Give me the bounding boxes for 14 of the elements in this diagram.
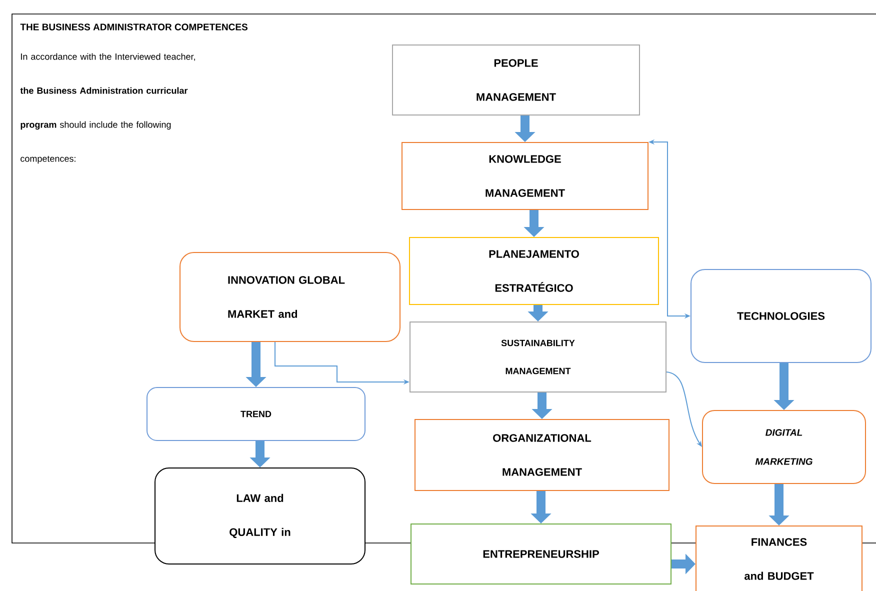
rounded-box: TECHNOLOGIES xyxy=(690,269,872,363)
rounded-box: DIGITAL MARKETING xyxy=(702,410,866,484)
process-box: ENTREPRENEURSHIP xyxy=(410,524,672,584)
process-box: PLANEJAMENTO ESTRATÉGICO xyxy=(409,237,659,305)
process-box: SUSTAINABILITY MANAGEMENT xyxy=(410,322,666,392)
heading: THE BUSINESS ADMINISTRATOR COMPETENCES xyxy=(20,24,248,30)
rounded-box: LAW and QUALITY in xyxy=(154,468,366,564)
process-box: KNOWLEDGE MANAGEMENT xyxy=(402,142,648,210)
paragraph: In accordance with the Interviewed teacher, the Business Administration curricular program should include the following competences: xyxy=(20,53,195,164)
process-box: ORGANIZATIONAL MANAGEMENT xyxy=(414,419,670,491)
process-box: PEOPLE MANAGEMENT xyxy=(392,44,640,116)
process-box: FINANCES and BUDGET xyxy=(696,526,862,591)
rounded-box: TREND xyxy=(146,387,366,441)
rounded-box: INNOVATION GLOBAL MARKET and xyxy=(180,252,400,342)
